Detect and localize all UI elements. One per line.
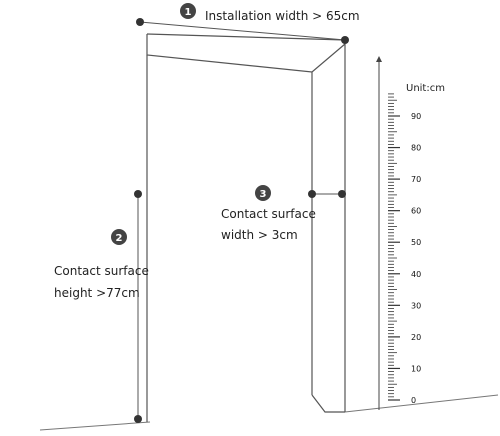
- width-measure: 1 Installation width > 65cm: [136, 3, 360, 44]
- height-label-line1: Contact surface: [54, 264, 149, 278]
- measuring-ruler: Unit:cm 0 10 20 30 40 50 60 70 80 90: [376, 56, 445, 410]
- badge-1-number: 1: [185, 7, 192, 18]
- contact-label-line1: Contact surface: [221, 207, 316, 221]
- ruler-tick-label: 70: [411, 175, 421, 184]
- ruler-tick-label: 30: [411, 301, 421, 310]
- floor-left: [39, 421, 151, 431]
- ruler-tick-label: 50: [411, 238, 421, 247]
- ruler-labels: 0 10 20 30 40 50 60 70 80 90: [411, 112, 421, 405]
- badge-3-number: 3: [260, 189, 267, 200]
- ruler-tick-label: 0: [411, 396, 416, 405]
- height-label-line2: height >77cm: [54, 286, 140, 300]
- contact-dot-left: [308, 190, 316, 198]
- floor-right: [344, 394, 499, 413]
- contact-width-measure: 3 Contact surface width > 3cm: [221, 185, 346, 242]
- ruler-tick-label: 10: [411, 364, 421, 373]
- ruler-unit-label: Unit:cm: [406, 83, 445, 94]
- contact-dot-right: [338, 190, 346, 198]
- width-label: Installation width > 65cm: [205, 9, 360, 23]
- ruler-tick-label: 90: [411, 112, 421, 121]
- frame-top-beam: [146, 34, 346, 73]
- floor-lines: [39, 394, 499, 431]
- width-measure-line: [139, 21, 346, 41]
- ruler-arrow: [376, 56, 382, 62]
- frame-right-base: [311, 394, 345, 413]
- badge-2-number: 2: [116, 233, 123, 244]
- badge-2: [111, 229, 127, 245]
- badge-1: [180, 3, 196, 19]
- contact-label-line2: width > 3cm: [221, 228, 298, 242]
- height-dot-top: [134, 190, 142, 198]
- width-dot-right: [341, 36, 349, 44]
- door-frame: [146, 33, 346, 422]
- width-dot-left: [136, 18, 144, 26]
- ruler-tick-label: 80: [411, 144, 421, 153]
- frame-top-edge: [146, 33, 346, 41]
- badge-3: [255, 185, 271, 201]
- ruler-ticks: [388, 93, 400, 401]
- height-measure: 2 Contact surface height >77cm: [54, 190, 149, 423]
- ruler-tick-label: 60: [411, 207, 421, 216]
- ruler-tick-label: 20: [411, 333, 421, 342]
- height-dot-bottom: [134, 415, 142, 423]
- ruler-tick-label: 40: [411, 270, 421, 279]
